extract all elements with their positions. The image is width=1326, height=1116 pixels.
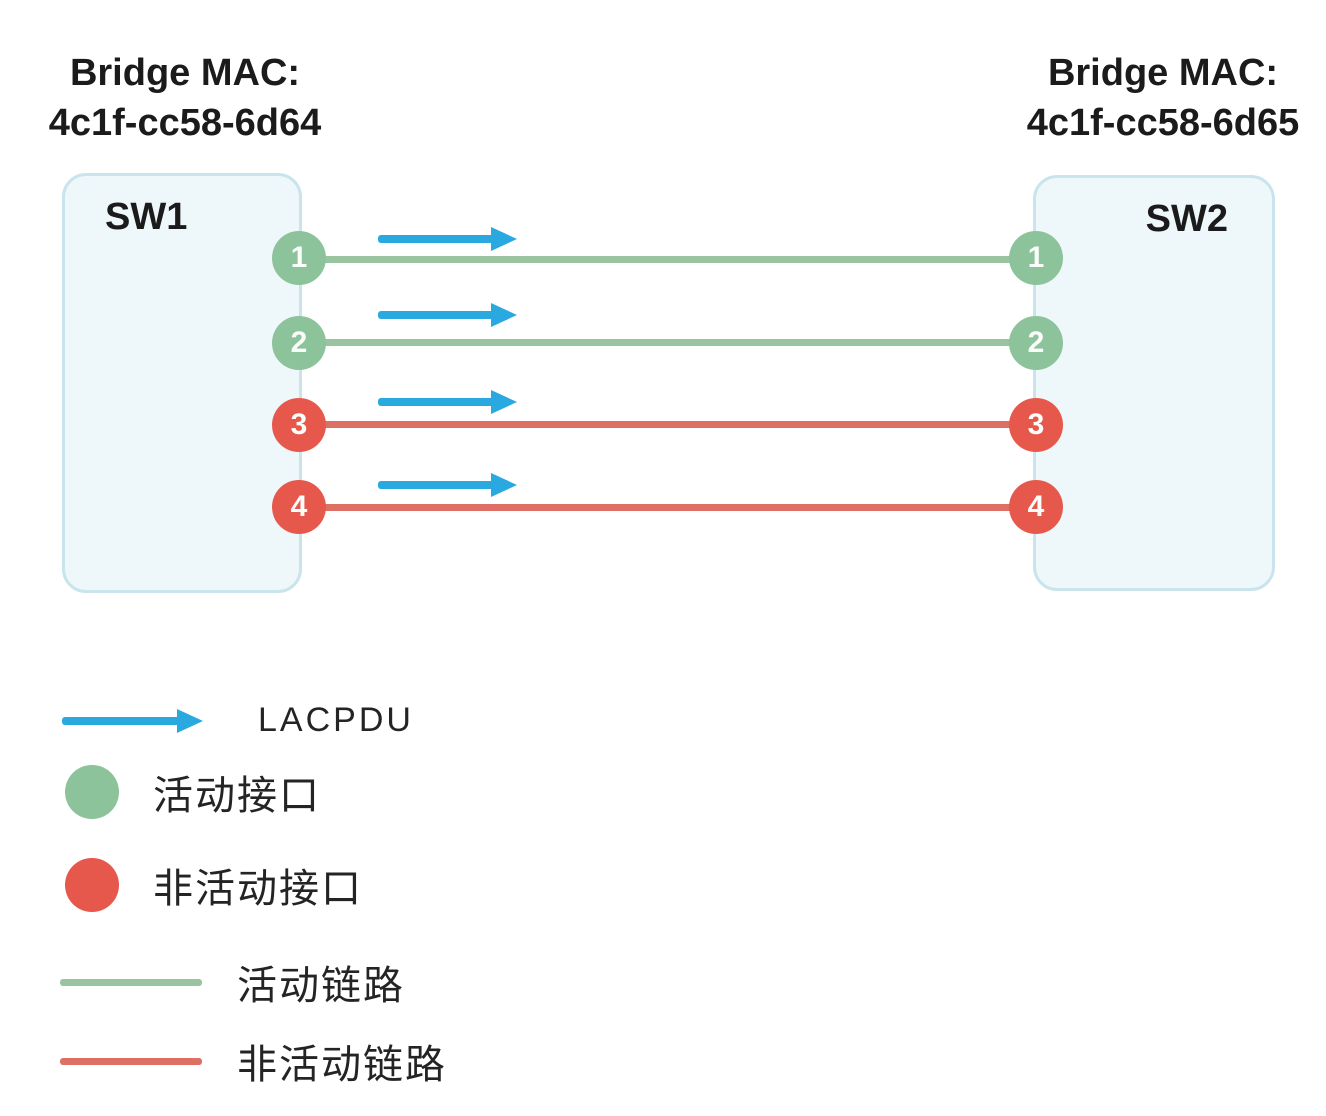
link-3-inactive (300, 421, 1036, 428)
lacpdu-arrow-icon (378, 303, 517, 327)
sw1-bridge-mac-title: Bridge MAC: (69, 52, 301, 94)
switch-sw1-name: SW1 (105, 196, 188, 238)
lacpdu-arrow-icon (378, 390, 517, 414)
sw2-bridge-mac-label: Bridge MAC: 4c1f-cc58-6d65 (998, 48, 1326, 148)
legend-item-active-link: 活动链路 (60, 955, 405, 1009)
legend-label-active-port: 活动接口 (153, 774, 321, 818)
sw1-port-4: 4 (272, 480, 326, 534)
sw1-port-3: 3 (272, 398, 326, 452)
legend-item-lacpdu: LACPDU (62, 701, 414, 740)
sw1-bridge-mac-value: 4c1f-cc58-6d64 (48, 102, 322, 144)
legend-label-inactive-link: 非活动链路 (237, 1043, 447, 1087)
lacpdu-arrow-icon (378, 473, 517, 497)
sw2-port-4: 4 (1009, 480, 1063, 534)
inactive-link-line-icon (60, 1057, 202, 1065)
lacpdu-arrow-icon (62, 708, 203, 733)
active-link-line-icon (60, 978, 202, 986)
legend-item-active-port: 活动接口 (65, 763, 321, 821)
switch-sw1-box: SW1 (62, 173, 302, 593)
sw1-port-2: 2 (272, 316, 326, 370)
legend-label-lacpdu: LACPDU (258, 701, 414, 739)
sw2-port-3: 3 (1009, 398, 1063, 452)
switch-sw2-box: SW2 (1033, 175, 1275, 591)
link-1-active (300, 256, 1036, 263)
link-4-inactive (300, 504, 1036, 511)
sw2-port-1: 1 (1009, 231, 1063, 285)
legend-item-inactive-link: 非活动链路 (60, 1034, 447, 1088)
legend-item-inactive-port: 非活动接口 (65, 856, 363, 914)
sw1-port-1: 1 (272, 231, 326, 285)
active-port-circle-icon (65, 765, 119, 819)
lacpdu-arrow-icon (378, 227, 517, 251)
sw2-bridge-mac-title: Bridge MAC: (1047, 52, 1279, 94)
sw2-port-2: 2 (1009, 316, 1063, 370)
sw1-bridge-mac-label: Bridge MAC: 4c1f-cc58-6d64 (20, 48, 350, 148)
inactive-port-circle-icon (65, 858, 119, 912)
switch-sw2-name: SW2 (1145, 198, 1228, 240)
link-2-active (300, 339, 1036, 346)
sw2-bridge-mac-value: 4c1f-cc58-6d65 (1026, 102, 1300, 144)
legend-label-inactive-port: 非活动接口 (153, 867, 363, 911)
legend-label-active-link: 活动链路 (237, 964, 405, 1008)
